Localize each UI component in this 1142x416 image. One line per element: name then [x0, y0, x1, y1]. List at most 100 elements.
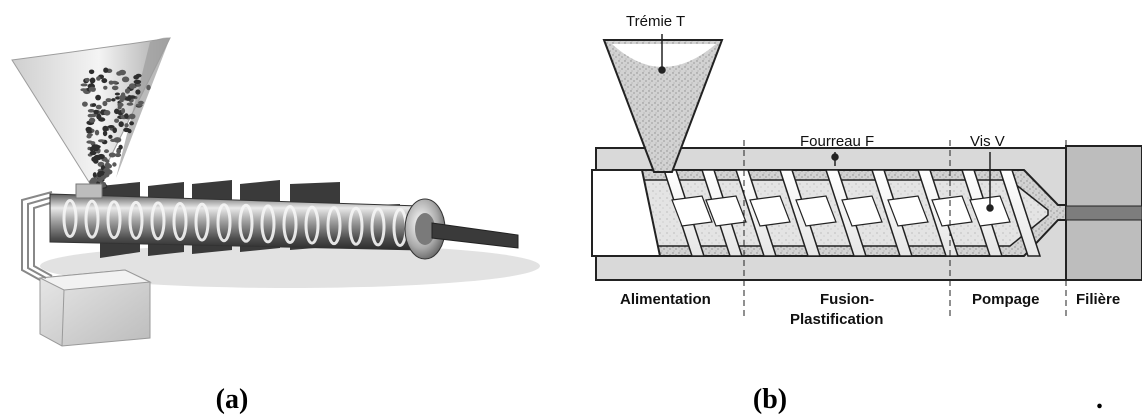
screw-flight-3d: [370, 207, 386, 247]
screw-flight-3d: [194, 202, 210, 242]
hopper-cone: [11, 37, 171, 199]
pellet: [103, 67, 109, 73]
pellet: [119, 94, 127, 101]
screw-flight: [870, 169, 914, 257]
pellet: [114, 92, 120, 96]
screw-flight-3d: [106, 200, 122, 240]
screw-flight-3d: [304, 205, 320, 245]
screw-flight-face: [841, 195, 883, 227]
screw-flight-3d: [282, 204, 298, 244]
pellet: [113, 137, 122, 143]
pellet: [127, 128, 132, 134]
pellet: [133, 79, 142, 84]
screw-flight-face: [795, 195, 837, 227]
screw-flight-3d: [238, 203, 254, 243]
pellet: [131, 85, 137, 89]
pellet: [85, 77, 90, 82]
pellet: [92, 172, 97, 178]
pellet: [114, 153, 122, 158]
motor-box: [38, 269, 152, 347]
pellet: [91, 103, 97, 107]
pellet: [90, 177, 98, 183]
pellet: [90, 113, 97, 118]
pellet: [135, 89, 141, 95]
pellet: [88, 86, 96, 92]
pellet: [114, 118, 120, 123]
pellet: [96, 113, 102, 120]
screw-flight-3d: [172, 202, 188, 242]
pellet: [121, 76, 130, 83]
pellet: [89, 146, 94, 152]
pellet: [120, 92, 126, 97]
pellet: [104, 163, 112, 169]
pellet: [116, 71, 122, 76]
screw-flight-3d: [348, 206, 364, 246]
pellet: [88, 69, 95, 75]
screw-flight-face: [887, 195, 929, 227]
hopper-top-void: [612, 44, 716, 67]
pellet: [121, 108, 126, 114]
screw-label: Vis V: [970, 133, 1005, 150]
pellet: [118, 144, 123, 150]
hopper-label: Trémie T: [626, 13, 685, 30]
caption-a: (a): [216, 384, 249, 415]
pellet: [101, 78, 108, 84]
pellet: [108, 134, 113, 139]
pellet: [119, 99, 124, 103]
pellet: [102, 100, 108, 107]
pellet: [93, 109, 99, 115]
screw-flights: [662, 169, 1042, 257]
barrel-label: Fourreau F: [800, 133, 874, 150]
zone-label-melting-2: Plastification: [790, 311, 883, 328]
pellet: [105, 98, 112, 103]
zone-label-melting: Fusion-: [820, 291, 874, 308]
pellet: [93, 154, 102, 160]
pellet: [87, 109, 95, 113]
pellet: [82, 101, 88, 107]
pellet: [87, 133, 93, 137]
pellet: [118, 121, 124, 128]
pellet: [129, 121, 135, 126]
pellet: [111, 98, 116, 102]
pellet: [111, 85, 119, 91]
pellet: [80, 83, 88, 87]
screw-flight-3d: [326, 206, 342, 246]
drive-belts: [21, 191, 61, 281]
screw-flight-3d: [62, 199, 78, 239]
pellet: [117, 102, 124, 108]
screw-flight-face: [671, 195, 713, 227]
pellet: [108, 152, 116, 158]
hopper: [602, 39, 724, 173]
pellet: [124, 88, 131, 94]
screw-flight-3d: [150, 201, 166, 241]
pellet: [116, 148, 121, 154]
pellet: [124, 96, 132, 101]
pellet: [94, 129, 100, 136]
pellet: [95, 104, 102, 110]
screw-flight-face: [931, 195, 973, 227]
screw-flight-3d: [84, 199, 100, 239]
screw-shaft-start: [591, 169, 662, 257]
pellet: [107, 125, 115, 129]
pellet: [97, 171, 105, 177]
pellet: [89, 150, 97, 156]
pellet: [91, 144, 100, 149]
zone-label-feed: Alimentation: [620, 291, 711, 308]
pellet: [114, 108, 120, 115]
pellet: [124, 123, 129, 128]
pellet: [104, 149, 109, 154]
pellet: [112, 127, 117, 134]
extruder-cross-section: Trémie T Fourreau F Vis V Alimentation F…: [591, 13, 1142, 328]
output-rod: [431, 222, 519, 249]
pellet: [124, 113, 129, 119]
pellet: [112, 162, 117, 167]
pellet: [103, 110, 111, 116]
pellet: [138, 100, 144, 105]
pellet: [146, 84, 151, 91]
screw-flight-3d: [260, 204, 276, 244]
end-flange-core: [415, 213, 435, 245]
pellet: [88, 117, 96, 123]
screw-flight: [998, 169, 1042, 257]
screw-flight: [824, 169, 868, 257]
